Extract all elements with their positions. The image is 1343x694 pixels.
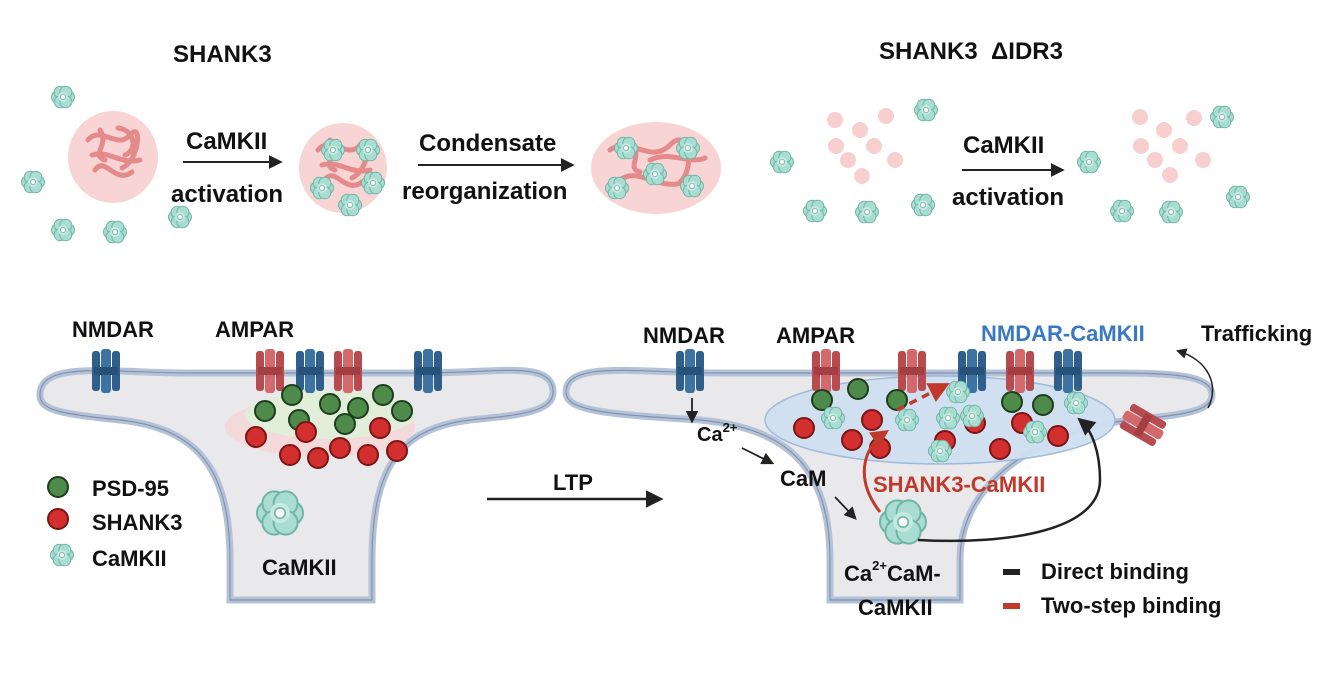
- legend-camkii-marker: [50, 543, 74, 567]
- ca-cam-camkii-label-line1: Ca2+CaM-: [844, 559, 941, 586]
- ltp-label: LTP: [553, 470, 593, 495]
- nmdar-camkii-label: NMDAR-CaMKII: [981, 321, 1145, 346]
- camkii-holoenzyme-left: [257, 491, 303, 534]
- nmdar-label-right: NMDAR: [643, 323, 725, 348]
- calcium-label: Ca2+: [697, 421, 737, 446]
- nmdar-label-left: NMDAR: [72, 317, 154, 342]
- ampar-receptor: [334, 349, 362, 393]
- ampar-label-right: AMPAR: [776, 323, 856, 348]
- two-step-binding-dashed-arrow: [896, 383, 950, 412]
- arrow-ca-to-cam: [741, 447, 775, 465]
- nmdar-receptor: [1054, 349, 1082, 393]
- legend-psd95-marker: [47, 476, 69, 498]
- ampar-label-left: AMPAR: [215, 317, 295, 342]
- camkii-holoenzyme-right: [880, 500, 926, 543]
- calcium-charge: 2+: [722, 420, 738, 435]
- camkii-activation-label-1: CaMKII: [186, 128, 268, 155]
- complex-calcium-charge: 2+: [872, 558, 887, 573]
- trafficking-arrow: [1175, 348, 1214, 409]
- arrow-cam-to-camkii: [834, 496, 857, 520]
- legend-camkii-label: CaMKII: [92, 546, 167, 571]
- nmdar-receptor: [414, 349, 442, 393]
- legend-two-step-binding-swatch: [1003, 603, 1020, 609]
- nmdar-receptor: [92, 349, 120, 393]
- two-step-binding-arrow: [862, 430, 889, 513]
- calcium-symbol: Ca: [697, 424, 723, 446]
- trafficking-label: Trafficking: [1201, 321, 1313, 346]
- legend-direct-binding-swatch: [1003, 569, 1020, 575]
- legend-direct-binding-label: Direct binding: [1041, 559, 1189, 584]
- legend-shank3-label: SHANK3: [92, 510, 183, 535]
- ampar-receptor: [812, 349, 840, 393]
- legend-two-step-binding-label: Two-step binding: [1041, 593, 1222, 618]
- nmdar-receptor: [676, 349, 704, 393]
- camkii-label-left: CaMKII: [262, 555, 337, 580]
- complex-cam-text: CaM-: [886, 561, 941, 586]
- dispersed-shank3-dots: [827, 108, 1211, 184]
- shank3-camkii-label: SHANK3-CaMKII: [873, 472, 1046, 497]
- shank3-didr3-title: SHANK3 ΔIDR3: [879, 38, 1063, 65]
- shank3-title: SHANK3: [173, 41, 272, 68]
- left-spine: [36, 366, 557, 604]
- complex-calcium-symbol: Ca: [844, 561, 873, 586]
- legend-shank3-marker: [47, 508, 69, 530]
- nmdar-receptor: [296, 349, 324, 393]
- camkii-activation-right-label-2: activation: [952, 184, 1065, 211]
- condensate-1: [68, 111, 158, 203]
- condensate-reorganization-label-1: Condensate: [419, 130, 557, 157]
- camkii-activation-label-2: activation: [171, 181, 284, 208]
- legend-psd95-label: PSD-95: [92, 476, 170, 501]
- cam-label: CaM: [780, 466, 827, 491]
- ampar-receptor: [1006, 349, 1034, 393]
- ampar-receptor: [898, 349, 926, 393]
- legend-markers: [47, 476, 74, 567]
- direct-binding-arrow: [917, 417, 1102, 543]
- condensate-reorganization-label-2: reorganization: [402, 178, 568, 205]
- ca-cam-camkii-label-line2: CaMKII: [858, 595, 933, 620]
- ampar-receptor: [256, 349, 284, 393]
- camkii-activation-right-label-1: CaMKII: [963, 132, 1045, 159]
